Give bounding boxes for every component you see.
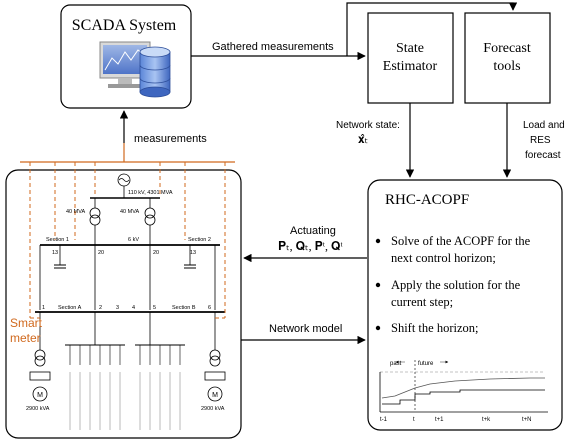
section-a-label: Section A <box>58 305 82 311</box>
forecast-edge-label-2: RES <box>530 135 551 146</box>
scada-box: SCADA System <box>60 4 192 109</box>
motor-left-rating: 2900 kVA <box>26 406 50 412</box>
horizon-inset-plot: past future t-1 t t+1 t+k t+N <box>379 360 548 423</box>
forecast-label-2: tools <box>493 59 520 74</box>
network-state-label: Network state: <box>336 120 400 131</box>
forecast-edge-label-3: forecast <box>525 150 561 161</box>
node-3: 3 <box>116 305 119 311</box>
smart-meter-label-1: Smart <box>10 316 43 330</box>
load-group-left <box>65 312 125 365</box>
inset-tick-t-n: t+N <box>522 417 532 423</box>
section-b-label: Section B <box>172 305 196 311</box>
rhc-bullet-2-line-2: current step; <box>391 295 453 309</box>
actuating-symbols: 𝐏ₜ, 𝐐ₜ, 𝐏ᵗ, 𝐐ᵗ <box>278 239 343 253</box>
rhc-acopf-box: RHC-ACOPF Solve of the ACOPF for the nex… <box>367 179 563 431</box>
motor-right-icon: M <box>204 312 226 402</box>
trafo-right-rating: 40 MVA <box>120 209 139 215</box>
rhc-title: RHC-ACOPF <box>385 192 469 208</box>
rhc-bullet-3-line-1: Shift the horizon; <box>391 321 479 335</box>
rhc-bullet-1-line-2: next control horizon; <box>391 251 496 265</box>
inset-tick-t-plus: t+1 <box>435 417 444 423</box>
forecast-label-1: Forecast <box>483 41 531 56</box>
node-6: 6 <box>208 305 211 311</box>
transformer-right-icon <box>144 198 156 245</box>
node-5: 5 <box>153 305 156 311</box>
node-1: 1 <box>42 305 45 311</box>
forecast-edge-label-1: Load and <box>523 120 565 131</box>
load-fine-print <box>69 372 181 430</box>
bus-20-right: 20 <box>153 250 159 256</box>
network-state-symbol: 𝐱̂ₜ <box>358 132 368 146</box>
node-2: 2 <box>99 305 102 311</box>
transformer-left-icon <box>89 198 101 245</box>
inset-future-label: future <box>418 361 434 367</box>
scada-title: SCADA System <box>72 17 177 34</box>
smart-meter-links <box>29 162 226 319</box>
inset-past-label: past <box>390 361 402 367</box>
actuating-label: Actuating <box>290 225 336 237</box>
capacitor-right-icon <box>184 245 196 269</box>
inset-tick-t: t <box>413 417 415 423</box>
rhc-bullet-2: Apply the solution for the current step; <box>375 278 521 309</box>
inset-tick-t-k: t+k <box>482 417 491 423</box>
svg-text:M: M <box>212 392 218 399</box>
forecast-tools-box: Forecast tools <box>464 12 551 104</box>
network-model-label: Network model <box>269 323 342 335</box>
state-estimator-label-1: State <box>396 41 424 56</box>
rhc-bullet-3: Shift the horizon; <box>375 321 479 335</box>
inset-control-curve <box>382 389 545 405</box>
inset-state-curve <box>381 377 545 399</box>
gathered-measurements-label: Gathered measurements <box>212 41 334 53</box>
inset-tick-t-minus: t-1 <box>380 417 388 423</box>
svg-text:M: M <box>37 392 43 399</box>
smart-meter-label-2: meter <box>10 331 41 345</box>
rhc-bullet-2-line-1: Apply the solution for the <box>391 278 521 292</box>
rhc-bullet-1: Solve of the ACOPF for the next control … <box>375 234 531 265</box>
measurements-label: measurements <box>134 133 207 145</box>
bus-13-right: 13 <box>190 250 196 256</box>
network-box: 110 kV, 4301 MVA 40 MVA 40 MVA Section 1… <box>5 161 242 439</box>
capacitor-left-icon <box>54 245 66 269</box>
bus-20-left: 20 <box>98 250 104 256</box>
rhc-bullet-1-line-1: Solve of the ACOPF for the <box>391 234 531 248</box>
source-rating: 110 kV, 4301 MVA <box>128 190 173 196</box>
horizon-feedback-line <box>346 2 518 56</box>
state-estimator-label-2: Estimator <box>383 59 438 74</box>
section-1-label: Section 1 <box>46 237 69 243</box>
bus-13-left: 13 <box>52 250 58 256</box>
state-estimator-box: State Estimator <box>367 12 454 104</box>
motor-right-rating: 2900 kVA <box>201 406 225 412</box>
database-icon <box>139 46 171 98</box>
section-2-label: Section 2 <box>188 237 211 243</box>
node-4: 4 <box>132 305 135 311</box>
bus-6kv-label: 6 kV <box>128 237 139 243</box>
trafo-left-rating: 40 MVA <box>66 209 85 215</box>
load-group-right <box>135 312 185 365</box>
